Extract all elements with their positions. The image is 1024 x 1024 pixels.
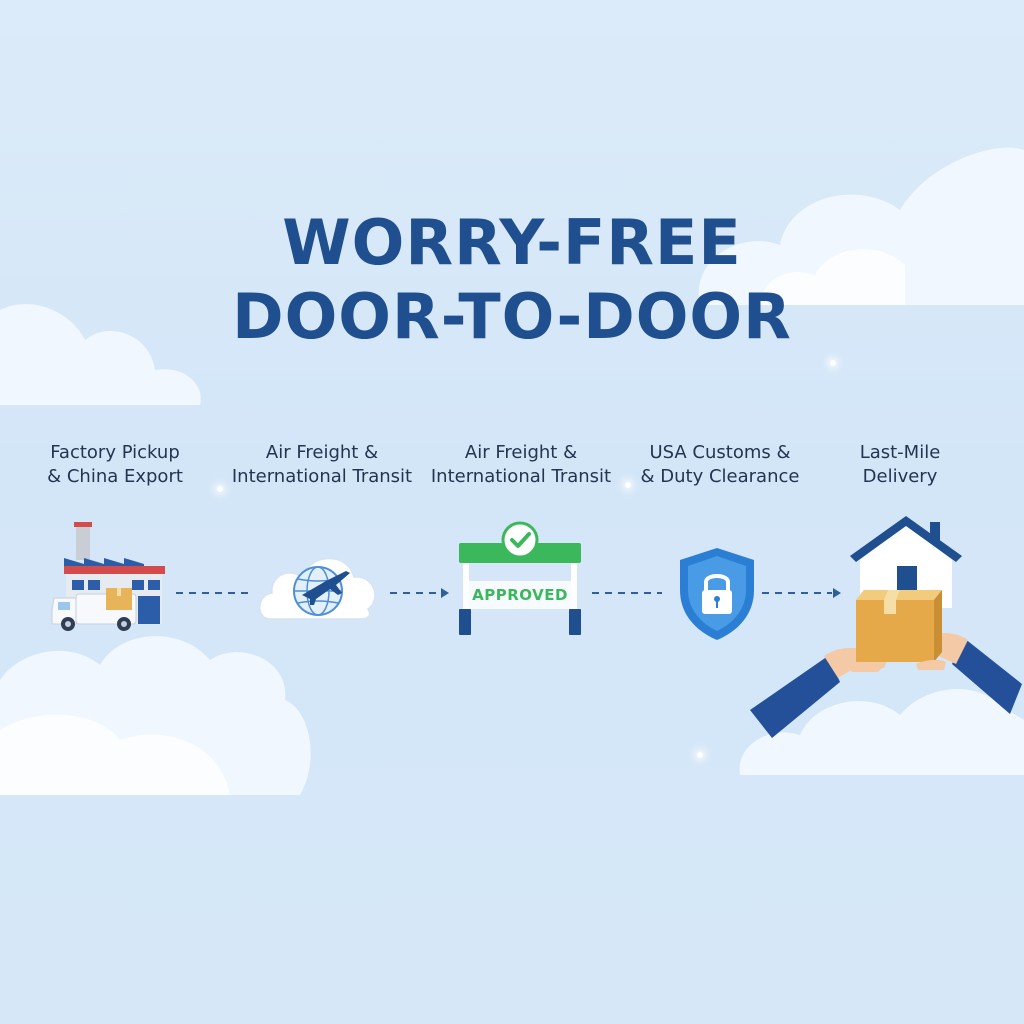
- step-2-line-2: International Transit: [231, 466, 413, 487]
- approved-text: APPROVED: [472, 586, 568, 604]
- title-line-2: DOOR-TO-DOOR: [232, 280, 792, 353]
- step-3-line-1: Air Freight &: [464, 442, 578, 463]
- step-1-line-2: & China Export: [47, 466, 183, 487]
- step-1-line-1: Factory Pickup: [50, 442, 180, 463]
- cloud-top-right: [698, 147, 1024, 305]
- step-2-line-1: Air Freight &: [265, 442, 379, 463]
- approved-gate-icon: [459, 521, 581, 635]
- step-5-line-1: Last-Mile: [859, 442, 941, 463]
- house-package-hands-icon: [750, 516, 1022, 738]
- step-label-factory-pickup: Factory Pickup & China Export: [20, 441, 210, 489]
- step-3-line-2: International Transit: [430, 466, 612, 487]
- step-label-air-freight-2: Air Freight & International Transit: [426, 441, 616, 489]
- sparkle: [625, 482, 631, 488]
- sparkle: [217, 486, 223, 492]
- step-4-line-1: USA Customs &: [649, 442, 791, 463]
- shield-lock-icon: [680, 548, 754, 640]
- cloud-bottom-right: [739, 688, 1024, 775]
- arrow-head-2: [441, 588, 449, 598]
- factory-with-truck-icon: [51, 522, 165, 631]
- step-label-last-mile: Last-Mile Delivery: [805, 441, 995, 489]
- sparkle: [697, 752, 703, 758]
- cloud-left: [0, 304, 201, 405]
- arrow-head-4: [833, 588, 841, 598]
- sparkle: [830, 360, 836, 366]
- step-5-line-2: Delivery: [862, 466, 938, 487]
- step-label-air-freight-1: Air Freight & International Transit: [227, 441, 417, 489]
- cloud-globe-airplane-icon: [259, 557, 376, 620]
- step-4-line-2: & Duty Clearance: [640, 466, 800, 487]
- title-line-1: WORRY-FREE: [282, 206, 742, 279]
- step-label-customs: USA Customs & & Duty Clearance: [625, 441, 815, 489]
